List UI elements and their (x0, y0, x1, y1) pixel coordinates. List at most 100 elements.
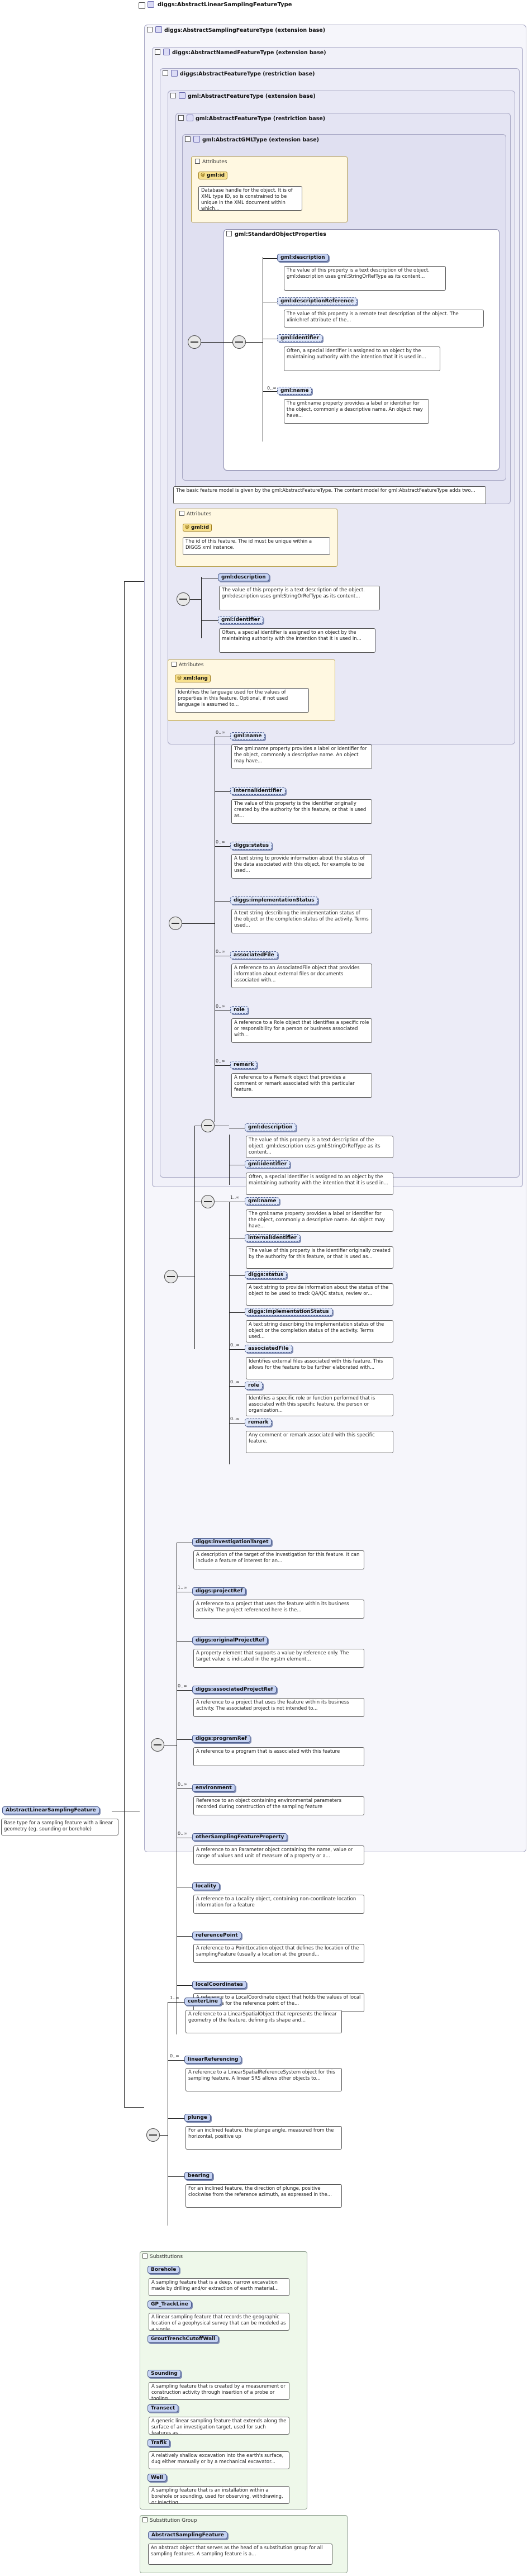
derived-prop-4[interactable]: diggs:status (245, 1271, 287, 1279)
substitution-element-3[interactable]: Sounding (148, 2370, 181, 2378)
gml-identifier-doc: Often, a special identifier is assigned … (284, 347, 440, 371)
sampling-prop-doc-1: A reference to a project that uses the f… (193, 1600, 364, 1619)
sampling-prop-0[interactable]: diggs:investigationTarget (192, 1538, 272, 1546)
named-prop-6[interactable]: remark (230, 1061, 258, 1069)
named-prop-doc-0: The gml:name property provides a label o… (231, 744, 372, 769)
feature-attributes: Attributes gml:id The id of this feature… (175, 509, 337, 567)
derived-prop-0[interactable]: gml:description (245, 1123, 296, 1131)
substitution-element-6[interactable]: Well (148, 2474, 167, 2482)
sampling-prop-doc-4: A reference to a program that is associa… (193, 1747, 364, 1766)
featurebase-extension-header: gml:AbstractFeatureType (extension base) (170, 92, 316, 99)
derived-prop-8[interactable]: remark (245, 1419, 272, 1426)
occurrence-label: 0..∞ (216, 730, 225, 735)
sampling-prop-doc-6: A reference to an Parameter object conta… (193, 1846, 364, 1865)
named-feature-attributes: Attributes xml:lang Identifies the langu… (168, 660, 335, 721)
occurrence-label: 0..∞ (230, 1379, 240, 1384)
occurrence-label: 0..∞ (178, 1831, 187, 1836)
sequence-connector-icon (201, 1195, 215, 1208)
gml-object-header: gml:AbstractGMLType (extension base) (185, 136, 319, 143)
gml-description-reference-doc: The value of this property is a remote t… (284, 310, 484, 328)
derived-prop-1[interactable]: gml:identifier (245, 1160, 291, 1168)
gml-id-attribute[interactable]: gml:id (198, 172, 228, 179)
derived-prop-2[interactable]: gml:name (245, 1197, 280, 1205)
linear-prop-1[interactable]: linearReferencing (184, 2056, 242, 2063)
gml-id-doc: Database handle for the object. It is of… (198, 186, 302, 211)
sampling-prop-3[interactable]: diggs:associatedProjectRef (192, 1686, 277, 1693)
sampling-prop-4[interactable]: diggs:programRef (192, 1735, 250, 1743)
substitution-element-1[interactable]: GP_TrackLine (148, 2300, 192, 2308)
named-prop-3[interactable]: diggs:implementationStatus (230, 896, 318, 904)
named-prop-5[interactable]: role (230, 1006, 248, 1014)
collapse-icon[interactable] (139, 2, 145, 9)
gml-description-reference-element[interactable]: gml:descriptionReference (277, 297, 358, 305)
sampling-prop-doc-5: Reference to an object containing enviro… (193, 1796, 364, 1815)
sequence-connector-icon (188, 335, 201, 349)
gml-description-element[interactable]: gml:description (277, 254, 329, 262)
derived-prop-doc-3: The value of this property is the identi… (246, 1246, 393, 1269)
substitution-element-doc-0: A sampling feature that is a deep, narro… (149, 2278, 289, 2296)
named-prop-1[interactable]: internalIdentifier (230, 787, 286, 795)
sampling-prop-1[interactable]: diggs:projectRef (192, 1587, 246, 1595)
substitution-element-doc-3: A sampling feature that is created by a … (149, 2382, 289, 2400)
substitution-group-box: Substitution Group AbstractSamplingFeatu… (140, 2515, 348, 2573)
feature-description-element[interactable]: gml:description (218, 573, 269, 581)
derived-prop-doc-7: Identifies a specific role or function p… (246, 1394, 393, 1416)
named-prop-2[interactable]: diggs:status (230, 842, 273, 850)
occurrence-label: 0..∞ (216, 1059, 225, 1064)
xml-lang-doc: Identifies the language used for the val… (175, 688, 309, 713)
sampling-prop-doc-0: A description of the target of the inves… (193, 1550, 364, 1569)
substitution-element-2[interactable]: GroutTrenchCutoffWall (148, 2335, 219, 2343)
sampling-prop-doc-3: A reference to a project that uses the f… (193, 1698, 364, 1717)
sampling-prop-doc-9: A reference to a LocalCoordinate object … (193, 1993, 364, 2012)
feature-gml-id-attribute[interactable]: gml:id (183, 524, 212, 532)
sequence-connector-icon (146, 2128, 160, 2142)
derived-prop-doc-8: Any comment or remark associated with th… (246, 1431, 393, 1453)
page-title: diggs:AbstractLinearSamplingFeatureType (158, 2, 292, 8)
derived-prop-5[interactable]: diggs:implementationStatus (245, 1308, 332, 1316)
occurrence-label: 1..∞ (170, 1995, 179, 2000)
named-prop-doc-2: A text string to provide information abo… (231, 854, 372, 879)
derived-prop-7[interactable]: role (245, 1382, 263, 1389)
derived-prop-doc-0: The value of this property is a text des… (246, 1136, 393, 1158)
sampling-prop-6[interactable]: otherSamplingFeatureProperty (192, 1833, 288, 1841)
derived-prop-doc-2: The gml:name property provides a label o… (246, 1209, 393, 1232)
substitution-element-4[interactable]: Transect (148, 2404, 179, 2412)
named-prop-doc-3: A text string describing the implementat… (231, 909, 372, 933)
occurrence-label: 1..∞ (178, 1585, 187, 1590)
sampling-prop-doc-7: A reference to a Locality object, contai… (193, 1895, 364, 1914)
feature-identifier-element[interactable]: gml:identifier (218, 616, 264, 624)
substitution-element-0[interactable]: Borehole (148, 2266, 180, 2274)
derived-prop-3[interactable]: internalIdentifier (245, 1234, 300, 1242)
sequence-connector-icon (201, 1119, 215, 1132)
sampling-prop-8[interactable]: referencePoint (192, 1932, 241, 1939)
sequence-connector-icon (232, 335, 246, 349)
derived-prop-doc-1: Often, a special identifier is assigned … (246, 1173, 393, 1195)
occurrence-label: 0..∞ (216, 839, 225, 845)
sampling-prop-2[interactable]: diggs:originalProjectRef (192, 1636, 268, 1644)
sampling-prop-5[interactable]: environment (192, 1784, 235, 1792)
linear-prop-doc-0: A reference to a LinearSpatialObject tha… (185, 2010, 342, 2033)
substitution-element-5[interactable]: Trafik (148, 2439, 170, 2447)
gml-identifier-element[interactable]: gml:identifier (277, 334, 323, 342)
feature-restriction-header: diggs:AbstractFeatureType (restriction b… (163, 70, 315, 77)
linear-prop-2[interactable]: plunge (184, 2114, 211, 2122)
root-element[interactable]: AbstractLinearSamplingFeature (2, 1806, 99, 1814)
named-prop-4[interactable]: associatedFile (230, 951, 278, 959)
gml-name-element[interactable]: gml:name (277, 387, 312, 395)
derived-prop-6[interactable]: associatedFile (245, 1345, 292, 1353)
substitution-element-doc-1: A linear sampling feature that records t… (149, 2313, 289, 2331)
substitution-element-doc-6: A sampling feature that is an installati… (149, 2486, 289, 2504)
named-prop-0[interactable]: gml:name (230, 732, 265, 740)
sampling-prop-9[interactable]: localCoordinates (192, 1981, 246, 1989)
title-row: diggs:AbstractLinearSamplingFeatureType (139, 1, 524, 10)
gml-object-attributes: Attributes gml:id Database handle for th… (191, 156, 348, 222)
sampling-prop-7[interactable]: locality (192, 1882, 220, 1890)
linear-prop-0[interactable]: centerLine (184, 1998, 222, 2005)
linear-prop-3[interactable]: bearing (184, 2172, 213, 2180)
named-prop-doc-6: A reference to a Remark object that prov… (231, 1073, 372, 1098)
xml-lang-attribute[interactable]: xml:lang (175, 675, 211, 682)
occurrence-label: 0..∞ (178, 1683, 187, 1688)
substitution-element-doc-5: A relatively shallow excavation into the… (149, 2451, 289, 2469)
substitution-group-head-element[interactable]: AbstractSamplingFeature (148, 2531, 227, 2539)
sequence-connector-icon (151, 1738, 164, 1752)
